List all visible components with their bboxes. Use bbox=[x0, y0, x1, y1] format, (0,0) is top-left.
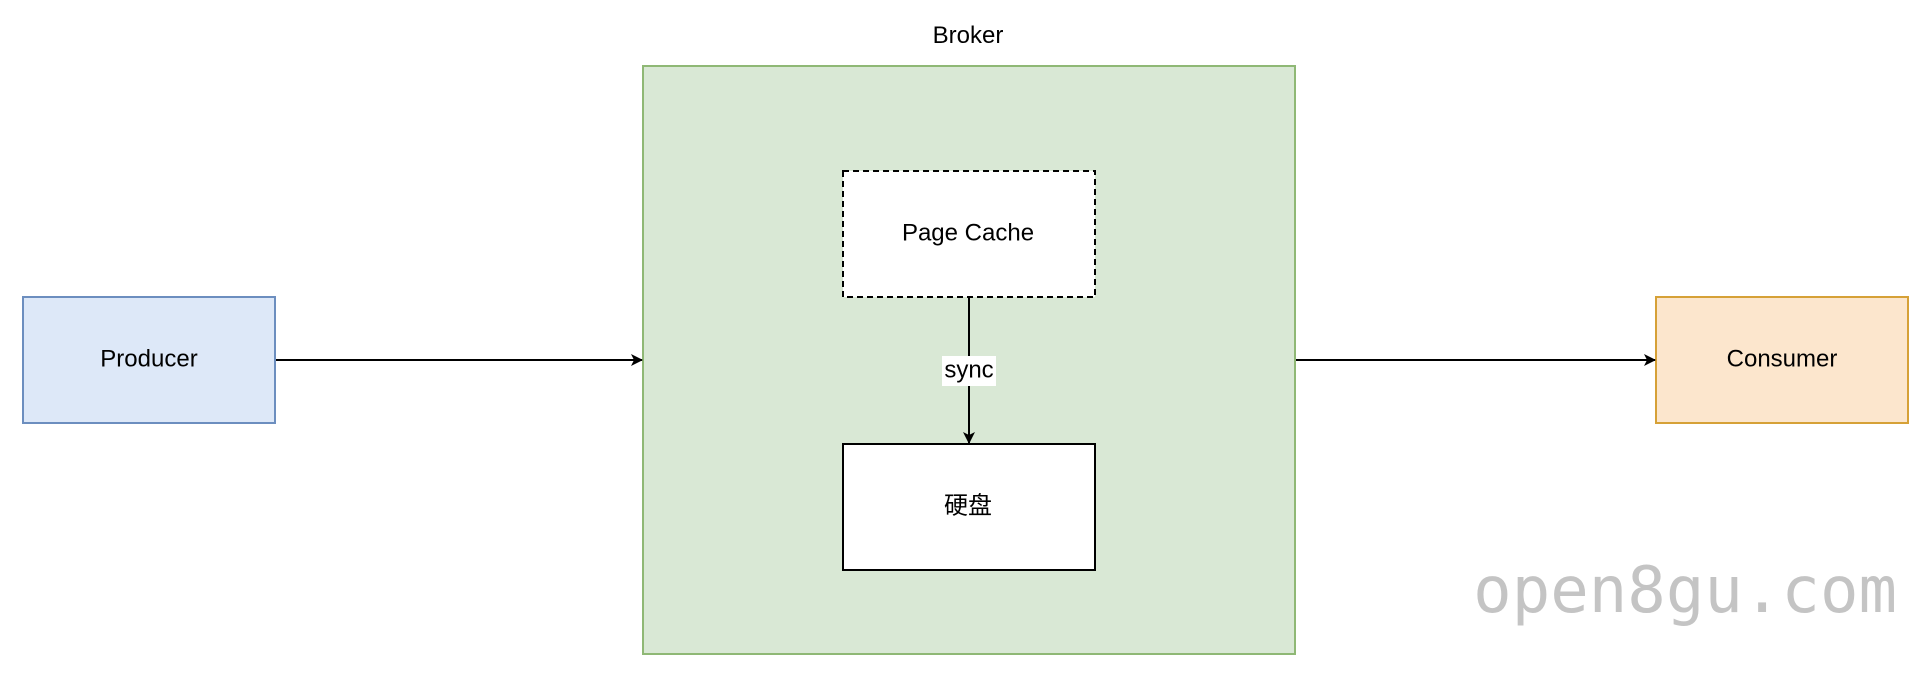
watermark: open8gu.com bbox=[1473, 554, 1897, 628]
producer-node: Producer bbox=[22, 296, 276, 424]
sync-label-background bbox=[942, 356, 996, 386]
page-cache-label: Page Cache bbox=[902, 219, 1034, 246]
producer-label: Producer bbox=[100, 345, 197, 372]
consumer-label: Consumer bbox=[1727, 345, 1838, 372]
disk-box bbox=[842, 443, 1096, 571]
page-cache-box bbox=[842, 170, 1096, 298]
consumer-box bbox=[1655, 296, 1909, 424]
sync-label: sync bbox=[944, 356, 993, 383]
consumer-node: Consumer bbox=[1655, 296, 1909, 424]
sync-edge: sync bbox=[942, 297, 996, 444]
broker-title: Broker bbox=[933, 22, 1004, 49]
producer-box bbox=[22, 296, 276, 424]
disk-node: 硬盘 bbox=[842, 443, 1096, 571]
page-cache-node: Page Cache bbox=[842, 170, 1096, 298]
disk-label: 硬盘 bbox=[944, 492, 992, 519]
